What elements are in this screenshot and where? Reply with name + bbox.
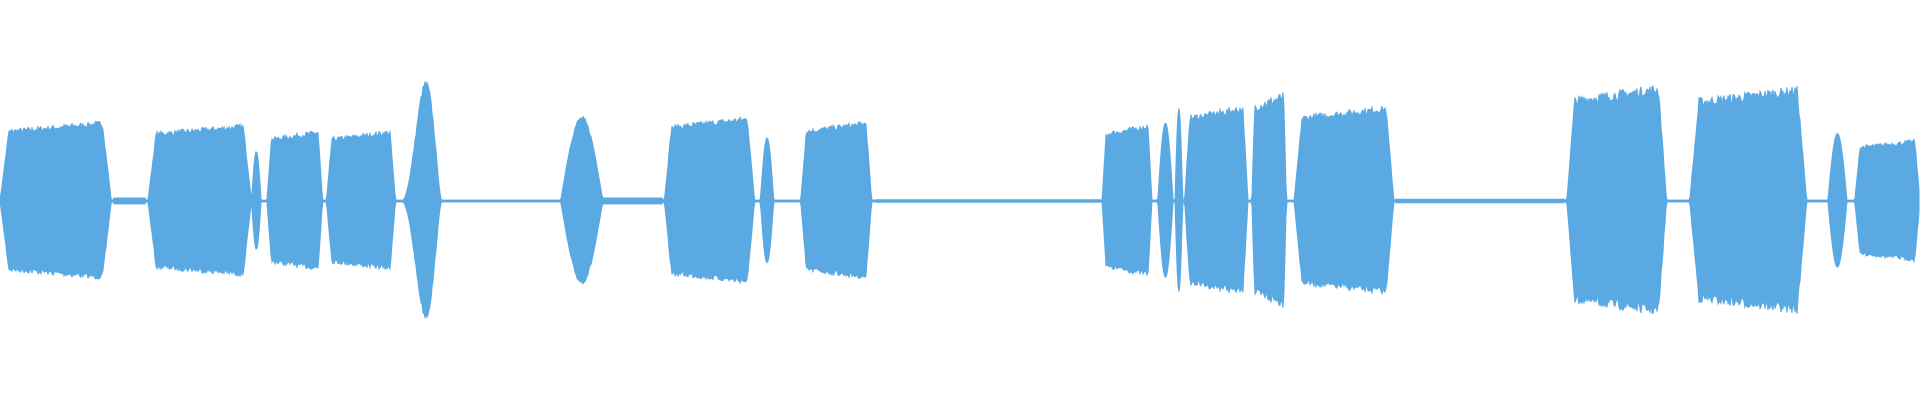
waveform-path (0, 80, 1920, 319)
